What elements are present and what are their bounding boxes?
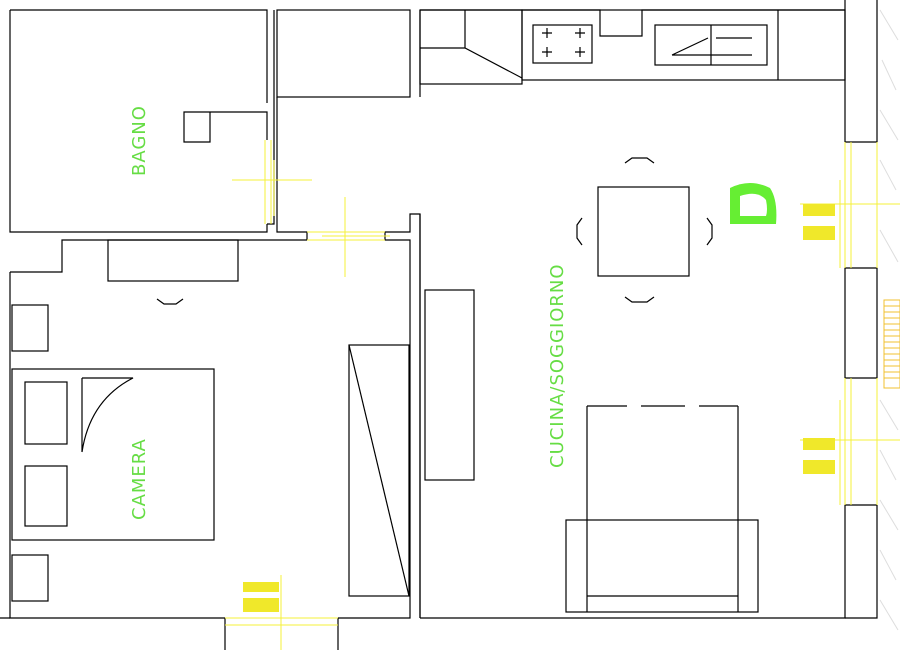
bathroom-door-lines: [232, 140, 312, 224]
cabinet: [424, 289, 475, 481]
sofa: [565, 519, 759, 613]
dimension-tags-bottom: [803, 438, 835, 474]
bathroom-walls: [9, 9, 275, 233]
kitchen-walls: [419, 0, 878, 619]
nightstand-top: [11, 304, 49, 352]
label-bedroom: CAMERA: [129, 438, 150, 520]
chair-left: [576, 217, 583, 246]
bottom-door-lines: [225, 575, 338, 650]
hall-door-lines: [307, 197, 390, 277]
kitchen-counter: [419, 9, 846, 85]
sink-faucet: [671, 25, 752, 65]
sofa-inner: [586, 452, 739, 612]
outer-wall-hatch: [879, 9, 899, 631]
bedroom-furniture: [11, 239, 410, 602]
bedroom-walls: [9, 213, 421, 619]
chair-bedroom: [156, 298, 184, 305]
window-right-bottom: [800, 378, 900, 505]
counter-left: [419, 9, 523, 85]
bottom-wall: [0, 617, 339, 650]
window-hatch: [883, 299, 900, 389]
counter-run: [521, 9, 846, 81]
yellow-annotations: [225, 9, 900, 650]
stove: [532, 24, 593, 64]
pillow-top: [24, 381, 68, 445]
hall-wall-block: [276, 9, 411, 98]
bed: [11, 368, 215, 541]
walls: [0, 0, 878, 650]
nightstand-bottom: [11, 554, 49, 602]
right-outer-wall: [845, 505, 878, 619]
dresser: [107, 239, 239, 282]
chair-top: [624, 157, 655, 164]
living-furniture: [424, 157, 777, 613]
coffee-table-dashed: [586, 405, 739, 452]
wardrobe: [348, 344, 410, 597]
chair-bottom: [624, 296, 655, 303]
label-kitchen-living: CUCINA/SOGGIORNO: [547, 263, 568, 468]
dining-table: [597, 186, 690, 277]
counter-corner: [420, 47, 523, 79]
boiler-marker-inner: [740, 193, 767, 216]
label-bathroom: BAGNO: [129, 105, 150, 176]
bathroom-door-frame: [276, 97, 308, 240]
chair-right: [706, 217, 713, 246]
bed-sheet-fold: [81, 377, 134, 453]
dimension-tags-door: [243, 582, 279, 612]
window-right-top: [800, 142, 900, 268]
pillow-bottom: [24, 465, 68, 527]
stove-burners: [542, 28, 585, 57]
wardrobe-diagonal: [348, 344, 410, 597]
dimension-tags-top: [803, 204, 835, 240]
